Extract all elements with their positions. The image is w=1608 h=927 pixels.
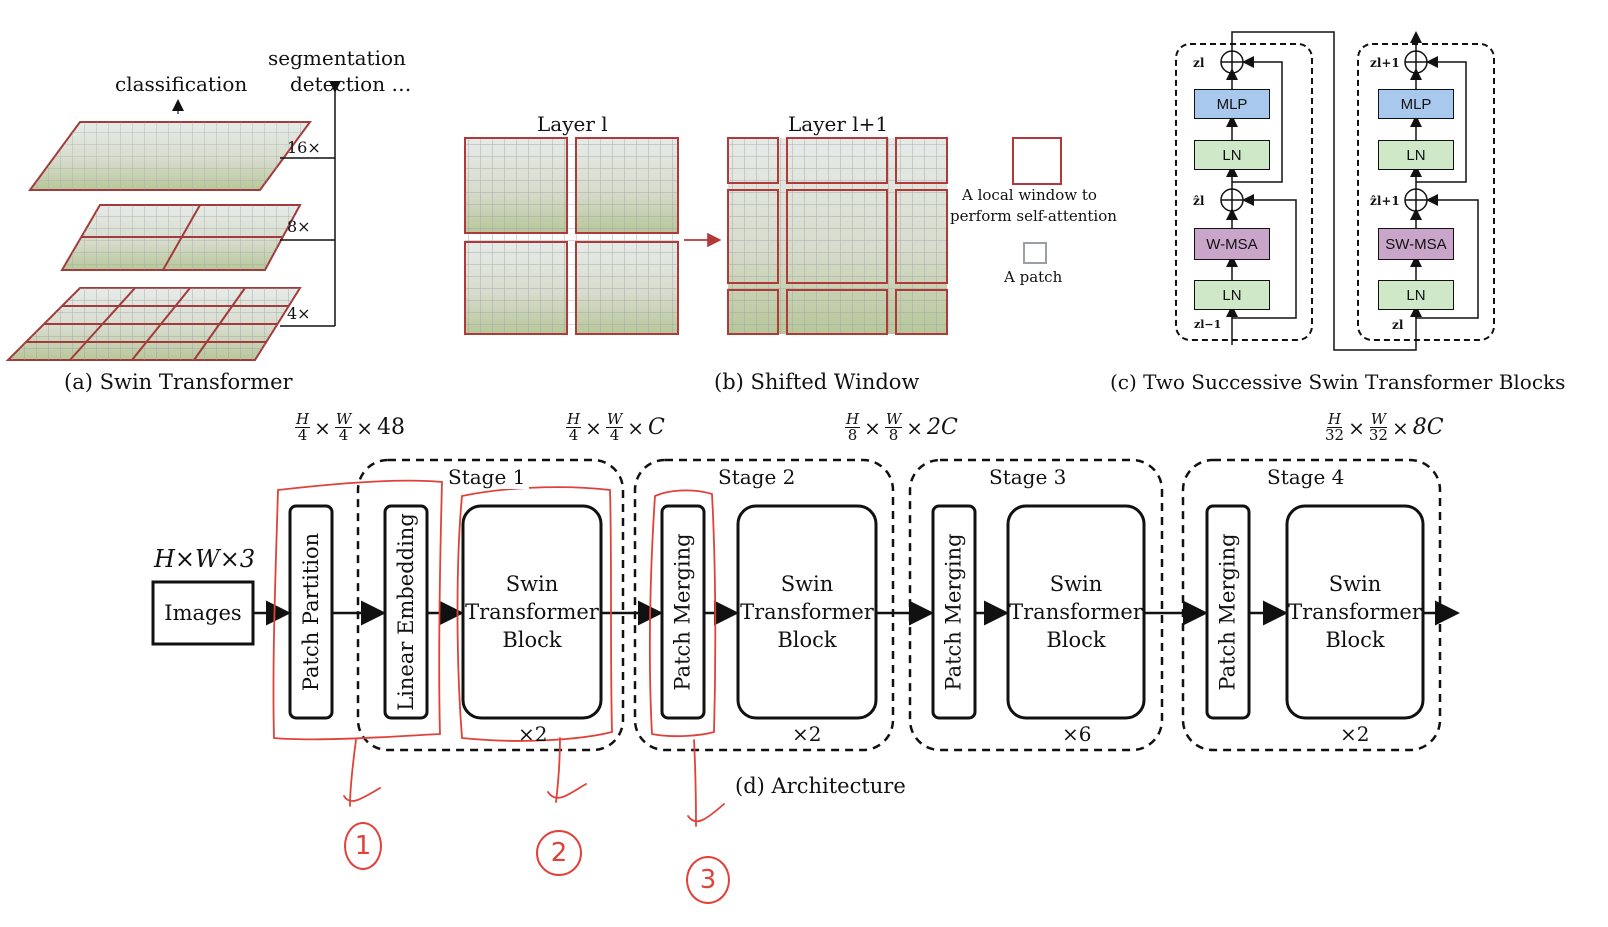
scale-16x-label: 16× — [287, 138, 321, 157]
stage-3-repeat: ×6 — [1062, 722, 1092, 746]
stage-2-repeat: ×2 — [792, 722, 822, 746]
patch-partition-box: Patch Partition — [299, 532, 323, 692]
panel-b-windows — [464, 137, 1062, 335]
scale-4x-label: 4× — [287, 304, 311, 323]
stage-4-label: Stage 4 — [1263, 465, 1349, 489]
legend-window-text-1: A local window to — [962, 186, 1097, 204]
layer-l1-label: Layer l+1 — [788, 112, 889, 136]
block1-ln-top: LN — [1194, 140, 1270, 170]
annotation-mark-1: 1 — [344, 822, 382, 870]
block1-ln-bottom: LN — [1194, 280, 1270, 310]
block2-z-in: zl — [1392, 318, 1404, 332]
block2-mlp: MLP — [1378, 89, 1454, 119]
stage-1-label: Stage 1 — [444, 465, 530, 489]
input-dimension: H×W×3 — [154, 545, 256, 573]
detection-label: detection … — [290, 72, 412, 96]
patch-merging-box-stage3: Patch Merging — [942, 533, 967, 691]
stage-1-repeat: ×2 — [518, 722, 548, 746]
caption-c: (c) Two Successive Swin Transformer Bloc… — [1110, 370, 1566, 394]
segmentation-label: segmentation — [268, 46, 406, 70]
panel-a-feature-maps — [5, 81, 341, 361]
layer-l-label: Layer l — [537, 112, 608, 136]
legend-window-swatch — [1012, 137, 1062, 185]
stage-4-repeat: ×2 — [1340, 722, 1370, 746]
legend-patch-swatch — [1023, 242, 1047, 264]
block1-wmsa: W-MSA — [1194, 228, 1270, 260]
annotation-mark-3: 3 — [686, 856, 730, 904]
classification-label: classification — [115, 72, 248, 96]
block2-z-out: zl+1 — [1370, 56, 1400, 70]
block1-z-in: zl−1 — [1194, 318, 1222, 331]
caption-d: (d) Architecture — [735, 774, 906, 798]
scale-8x-label: 8× — [287, 217, 311, 236]
handwritten-annotations — [272, 479, 725, 827]
annotation-mark-2: 2 — [536, 830, 582, 876]
block2-ln-bottom: LN — [1378, 280, 1454, 310]
stage-2-label: Stage 2 — [714, 465, 800, 489]
block1-mlp: MLP — [1194, 89, 1270, 119]
panel-c-blocks — [1175, 31, 1495, 351]
block2-z-hat: ẑl+1 — [1370, 194, 1400, 208]
images-box: Images — [164, 601, 242, 625]
block1-z-out: zl — [1193, 56, 1205, 70]
stage-3-label: Stage 3 — [985, 465, 1071, 489]
patch-merging-box-stage4: Patch Merging — [1216, 533, 1241, 691]
block1-z-hat: ẑl — [1193, 194, 1205, 208]
panel-d-architecture — [151, 458, 1460, 752]
legend-window-text-2: perform self-attention — [950, 207, 1117, 225]
caption-b: (b) Shifted Window — [714, 370, 920, 394]
block2-ln-top: LN — [1378, 140, 1454, 170]
patch-merging-box-stage2: Patch Merging — [671, 533, 696, 691]
block2-swmsa: SW-MSA — [1378, 228, 1454, 260]
legend-patch-text: A patch — [1004, 268, 1063, 286]
linear-embedding-box: Linear Embedding — [394, 513, 418, 711]
caption-a: (a) Swin Transformer — [64, 370, 293, 394]
